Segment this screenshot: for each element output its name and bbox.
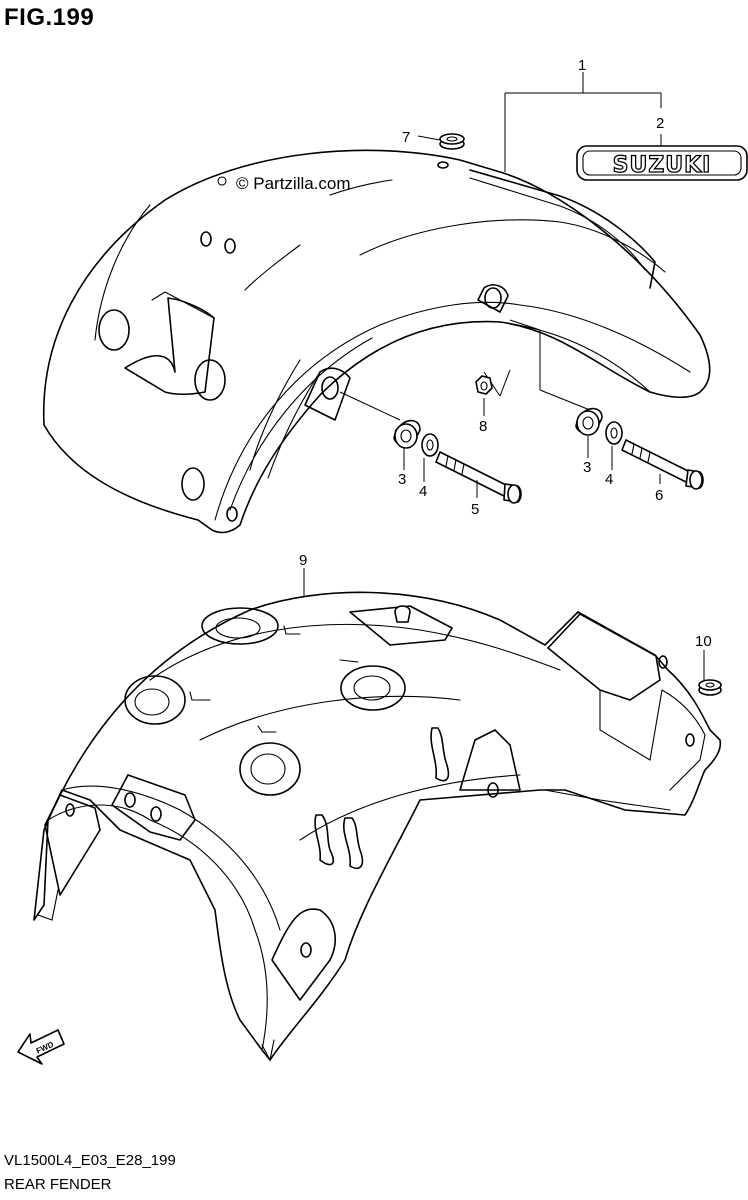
bolt-part-5[interactable]	[435, 451, 522, 504]
figure-code: VL1500L4_E03_E28_199	[4, 1152, 176, 1169]
washer-part-4-left[interactable]	[421, 433, 439, 457]
suzuki-emblem-part-2[interactable]: SUZUKI	[576, 145, 748, 181]
callout-10: 10	[695, 633, 712, 650]
grommet-part-7[interactable]	[439, 133, 465, 150]
callout-3-right: 3	[583, 459, 591, 476]
grommet-part-10[interactable]	[698, 679, 722, 696]
callout-6: 6	[655, 487, 663, 504]
collar-part-3-left[interactable]	[393, 419, 421, 449]
callout-4-left: 4	[419, 483, 427, 500]
callout-5: 5	[471, 501, 479, 518]
callout-7: 7	[402, 129, 410, 146]
callout-2: 2	[656, 115, 664, 132]
washer-part-4-right[interactable]	[605, 421, 623, 445]
rear-fender-inner-part-9[interactable]	[33, 591, 722, 1062]
callout-8: 8	[479, 418, 487, 435]
callout-3-left: 3	[398, 471, 406, 488]
callout-1: 1	[578, 57, 586, 74]
collar-part-3-right[interactable]	[575, 407, 603, 436]
bolt-part-6[interactable]	[621, 439, 704, 490]
fwd-arrow-icon: FWD	[17, 1029, 65, 1065]
figure-title: FIG.199	[4, 4, 95, 31]
figure-subtitle: REAR FENDER	[4, 1176, 112, 1193]
rear-fender-outer[interactable]	[42, 149, 711, 534]
callout-9: 9	[299, 552, 307, 569]
nut-part-8[interactable]	[475, 375, 493, 395]
callout-4-right: 4	[605, 471, 613, 488]
emblem-text: SUZUKI	[613, 153, 712, 178]
watermark-text: © Partzilla.com	[236, 174, 351, 193]
